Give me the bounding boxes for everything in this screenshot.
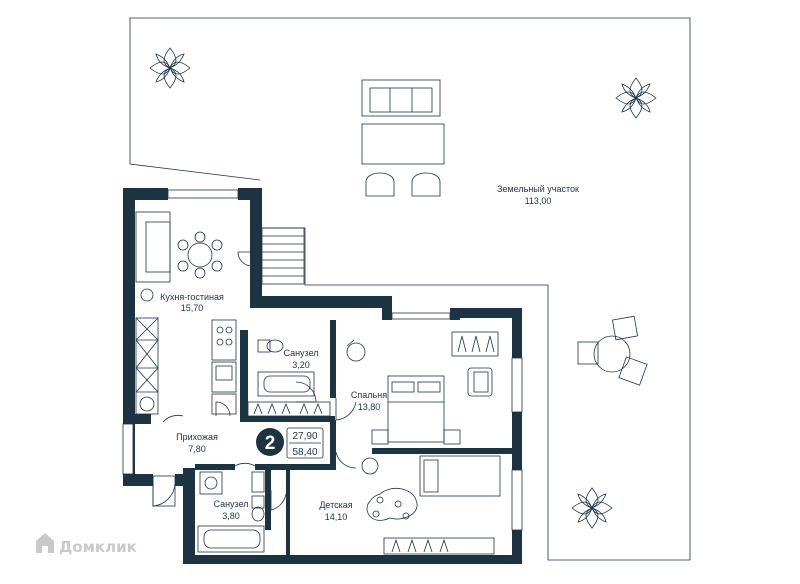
entrance-door	[152, 475, 176, 507]
dining-table-icon	[177, 231, 223, 279]
outdoor-sofa-icon	[361, 79, 441, 117]
wardrobe-icon	[247, 401, 331, 417]
room-name-bath2: Санузел	[213, 499, 248, 509]
bath2-door	[270, 490, 287, 511]
walls	[123, 188, 522, 564]
rooms-count: 2	[265, 433, 276, 454]
room-name-kitchen: Кухня-гостиная	[160, 292, 224, 302]
living-area: 27,90	[292, 431, 317, 442]
outdoor-table-icon	[361, 123, 445, 165]
stairs	[261, 227, 305, 285]
toilet2-icon	[251, 495, 265, 522]
room-area-kids: 14,10	[325, 512, 348, 522]
double-bed-icon	[371, 375, 461, 445]
area-badge: 2 27,90 58,40	[256, 427, 324, 459]
room-name-bedroom: Спальня	[351, 390, 387, 400]
toilet-icon	[257, 339, 284, 353]
room-name-bath1: Санузел	[283, 348, 318, 358]
room-name-hall: Прихожая	[176, 432, 218, 442]
room-area-hall: 7,80	[188, 444, 206, 454]
fridge-icon	[211, 393, 237, 415]
watermark: Домклик	[36, 533, 137, 556]
chair-icon	[346, 339, 366, 362]
plant-icon	[149, 47, 191, 89]
rooms-count-circle	[256, 428, 284, 456]
room-area-bath1: 3,20	[292, 360, 310, 370]
room-area-kitchen: 15,70	[181, 303, 204, 313]
room-area-plot: 113,00	[525, 196, 552, 206]
bathtub-icon	[257, 371, 315, 397]
plant-pot-icon	[140, 288, 154, 302]
outdoor-chairs-icon	[365, 172, 441, 197]
house-logo-icon	[36, 533, 54, 553]
plant-icon	[571, 487, 613, 529]
room-area-bath2: 3,80	[222, 511, 240, 521]
wardrobe-bedroom-icon	[451, 331, 499, 357]
washing-machine-icon	[199, 471, 223, 495]
stove-icon	[211, 319, 237, 361]
sofa-icon	[135, 211, 171, 283]
windows	[122, 189, 523, 531]
room-area-bedroom: 13,80	[358, 402, 381, 412]
kids-wardrobe-icon	[383, 537, 495, 555]
kitchen-door	[237, 251, 253, 267]
play-rug-icon	[366, 487, 418, 521]
armchair-icon	[467, 367, 493, 397]
sink2-icon	[251, 471, 265, 493]
room-name-plot: Земельный участок	[497, 184, 579, 194]
room-name-kids: Детская	[319, 500, 352, 510]
desk-chair-icon	[361, 457, 379, 475]
plant-icon	[615, 77, 657, 119]
kitchen-counter-icon	[135, 317, 159, 415]
watermark-text: Домклик	[59, 538, 137, 556]
bathtub2-icon	[197, 525, 265, 553]
total-area: 58,40	[292, 447, 317, 458]
hall-doors	[162, 398, 357, 469]
land-plot-outline	[129, 17, 691, 561]
round-table-set-icon	[577, 315, 648, 386]
sink-icon	[211, 361, 237, 393]
single-bed-icon	[419, 455, 501, 497]
